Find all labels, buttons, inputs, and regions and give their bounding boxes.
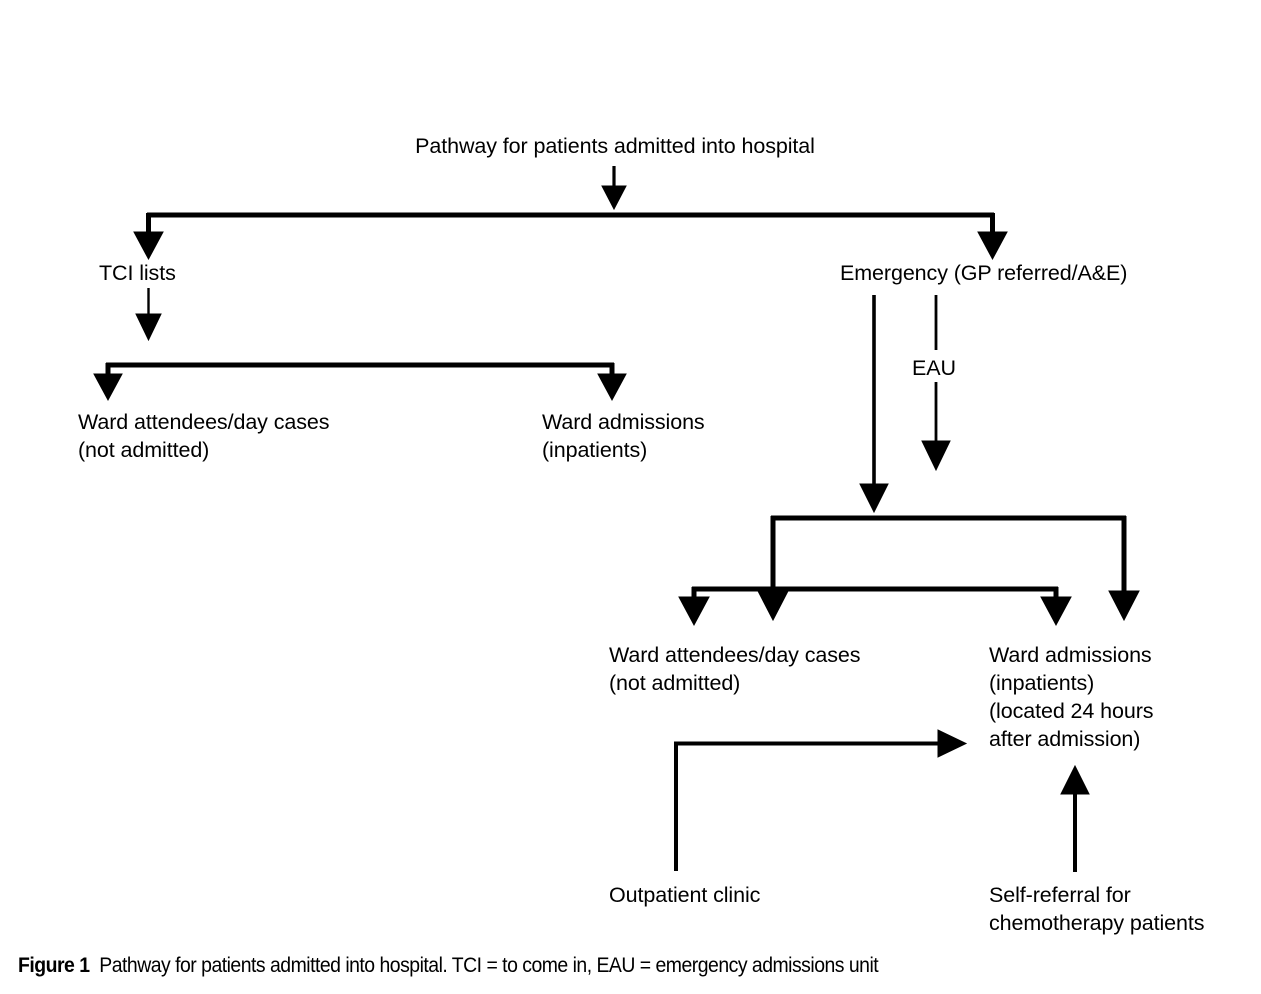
node-tci-ward-attendees: Ward attendees/day cases (not admitted) [78,410,330,462]
node-tci-ward-admissions: Ward admissions (inpatients) [542,410,705,462]
edge-self-referral-to-admissions [1060,764,1090,872]
figure-caption: Figure 1 Pathway for patients admitted i… [18,952,1156,980]
split-tci-bracket [93,362,627,402]
node-emergency: Emergency (GP referred/A&E) [840,261,1128,285]
node-self-referral: Self-referral for chemotherapy patients [989,883,1205,935]
split-emergency-inner-bracket [678,586,1072,627]
figure-caption-body: Pathway for patients admitted into hospi… [99,954,879,977]
split-emergency-outer-bracket [757,515,1140,622]
edge-outpatient-to-admissions [674,729,968,871]
edge-emergency-to-split [859,295,889,514]
edge-root-to-split [601,166,627,211]
node-outpatient-clinic: Outpatient clinic [609,883,761,907]
split-top-bracket [133,212,1008,261]
node-emergency-ward-attendees: Ward attendees/day cases (not admitted) [609,643,861,695]
node-tci-lists: TCI lists [99,261,176,285]
node-emergency-ward-admissions: Ward admissions (inpatients) (located 24… [989,643,1154,751]
node-root-title: Pathway for patients admitted into hospi… [415,134,815,158]
node-eau: EAU [912,356,956,380]
figure-caption-number: Figure 1 [18,954,90,977]
edge-tci-to-split [135,288,162,342]
edge-eau-to-split [921,382,951,472]
